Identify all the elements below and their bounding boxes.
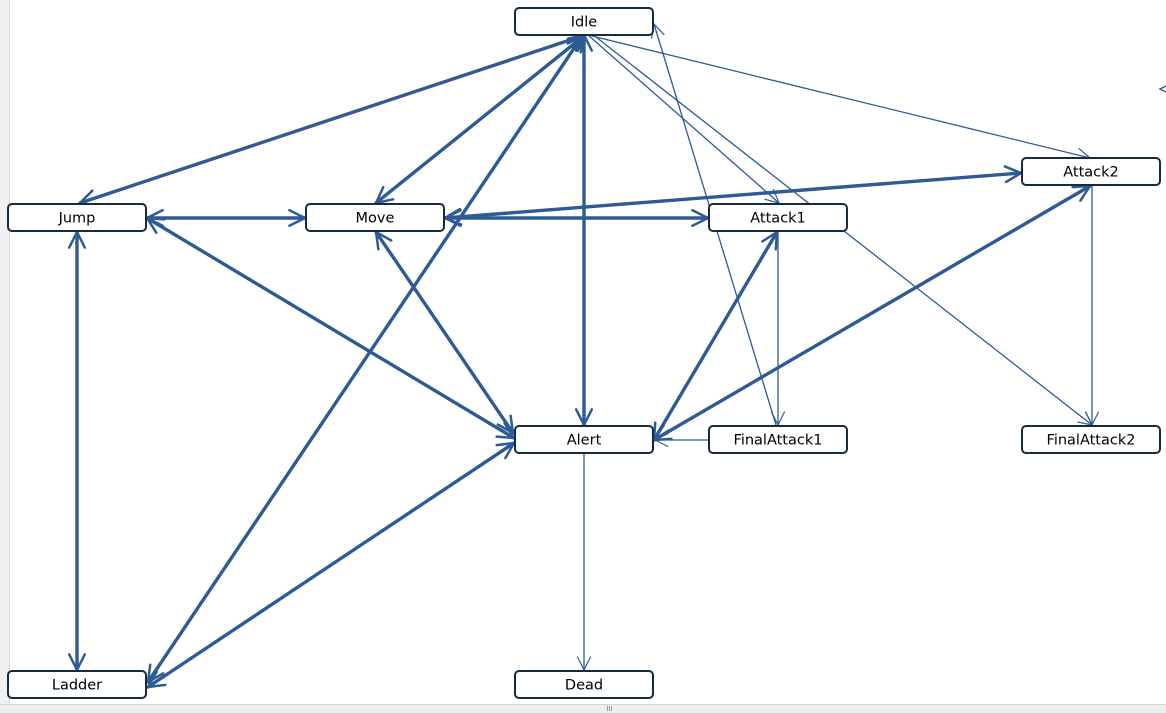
node-label: Dead (565, 678, 603, 694)
node-ladder[interactable]: Ladder (7, 670, 147, 699)
node-attack2[interactable]: Attack2 (1021, 157, 1161, 186)
node-finalattack2[interactable]: FinalAttack2 (1021, 425, 1161, 454)
edge-move-to-alert[interactable] (374, 230, 515, 435)
node-label: FinalAttack2 (1047, 433, 1136, 449)
node-box[interactable] (1021, 425, 1161, 454)
edge-alert-to-attack2[interactable] (652, 184, 1092, 442)
node-box[interactable] (7, 203, 147, 232)
node-box[interactable] (7, 670, 147, 699)
node-label: Move (356, 211, 395, 227)
node-move[interactable]: Move (305, 203, 445, 232)
node-label: Alert (567, 433, 602, 449)
node-attack1[interactable]: Attack1 (708, 203, 848, 232)
node-label: Jump (58, 211, 96, 227)
resize-grip-icon[interactable] (605, 706, 615, 712)
edge-jump-to-alert[interactable] (145, 216, 516, 440)
node-box[interactable] (514, 425, 654, 454)
node-finalattack1[interactable]: FinalAttack1 (708, 425, 848, 454)
offscreen-edge-arrow-icon (1158, 85, 1166, 93)
edge-idle-to-ladder[interactable] (146, 33, 585, 684)
node-label: FinalAttack1 (734, 433, 823, 449)
node-idle[interactable]: Idle (514, 7, 654, 36)
node-box[interactable] (708, 425, 848, 454)
node-alert[interactable]: Alert (514, 425, 654, 454)
node-box[interactable] (305, 203, 445, 232)
node-label: Idle (571, 15, 598, 31)
node-jump[interactable]: Jump (7, 203, 147, 232)
edges-layer (67, 23, 1100, 689)
node-label: Ladder (52, 678, 102, 694)
bottom-status-strip (0, 704, 1166, 713)
node-dead[interactable]: Dead (514, 670, 654, 699)
node-label: Attack2 (1063, 165, 1119, 181)
node-label: Attack1 (750, 211, 806, 227)
node-box[interactable] (514, 7, 654, 36)
edge-idle-to-move[interactable] (374, 33, 587, 205)
node-box[interactable] (514, 670, 654, 699)
edge-idle-to-attack2[interactable] (591, 35, 1091, 162)
edge-idle-to-jump[interactable] (78, 31, 587, 207)
edge-alert-to-ladder[interactable] (146, 441, 516, 689)
node-box[interactable] (708, 203, 848, 232)
node-box[interactable] (1021, 157, 1161, 186)
edge-alert-to-attack1[interactable] (652, 230, 779, 442)
